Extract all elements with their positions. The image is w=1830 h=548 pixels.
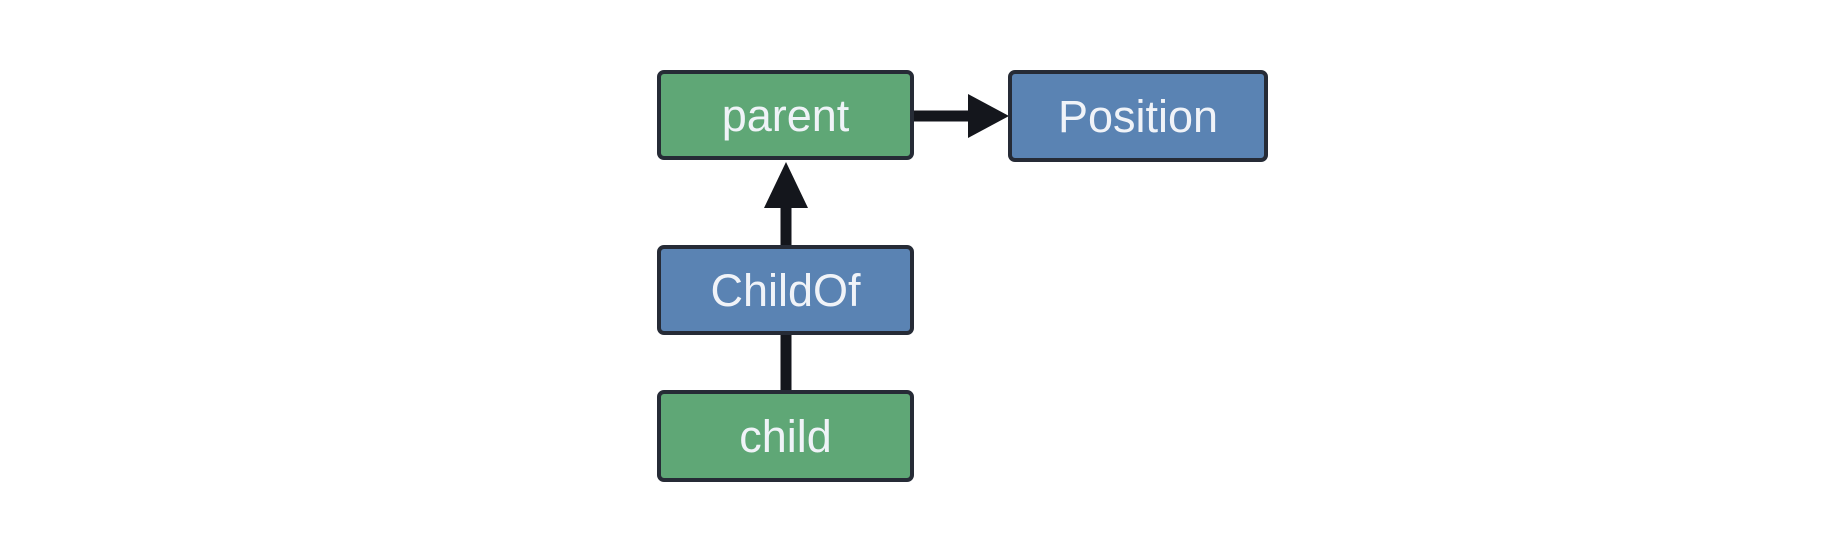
node-position-label: Position	[1057, 90, 1219, 142]
node-child: child	[657, 390, 914, 482]
node-position: Position	[1008, 70, 1268, 162]
edge-parent-to-position	[912, 94, 1009, 138]
node-parent-label: parent	[721, 89, 850, 141]
edge-parent-to-position-arrowhead-icon	[968, 94, 1009, 138]
node-parent: parent	[657, 70, 914, 160]
edge-childof-to-parent-arrowhead-icon	[764, 162, 808, 208]
edge-childof-to-parent	[764, 162, 808, 247]
node-child-label: child	[739, 410, 832, 462]
node-childof-label: ChildOf	[710, 264, 861, 316]
node-childof: ChildOf	[657, 245, 914, 335]
